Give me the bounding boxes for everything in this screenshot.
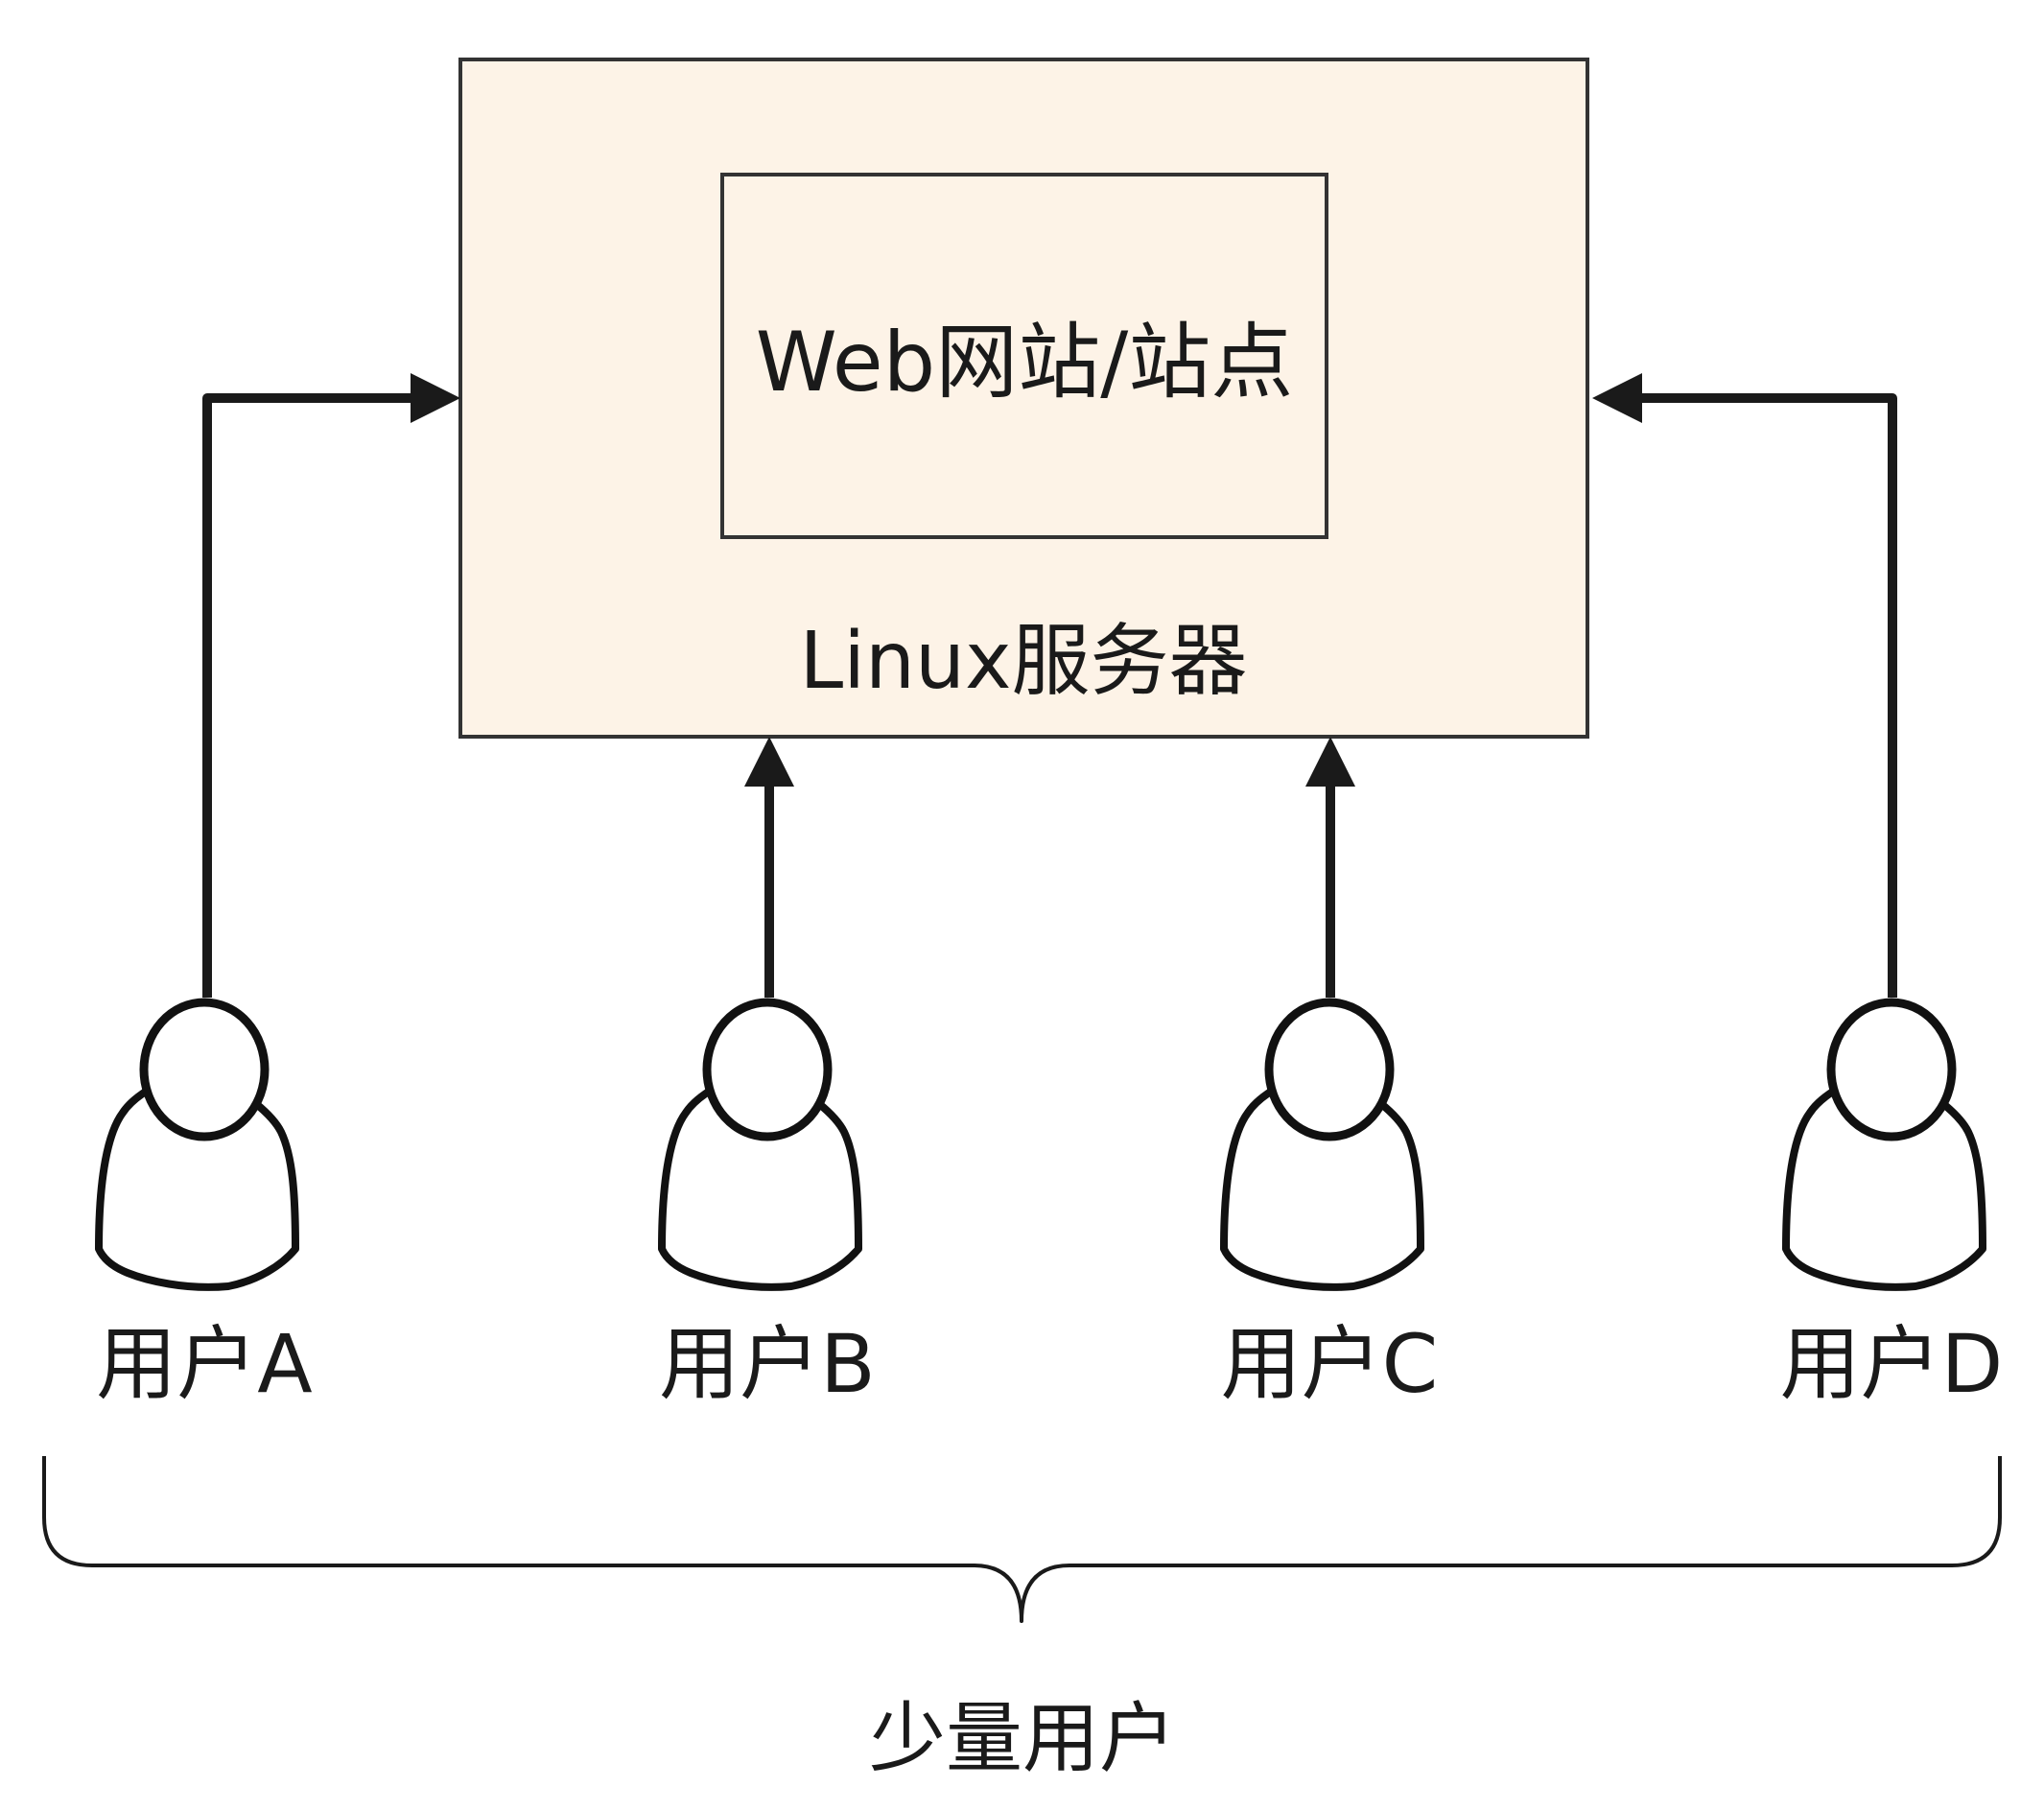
user-c-label: 用户C: [1220, 1317, 1439, 1411]
arrow-user-c-to-server: [1305, 737, 1355, 998]
website-label: Web网站/站点: [755, 315, 1294, 411]
user-a-label: 用户A: [96, 1317, 313, 1411]
website-box: [720, 173, 1328, 539]
arrowhead-icon: [1305, 737, 1355, 787]
arrow-user-b-to-server: [744, 737, 794, 998]
server-label: Linux服务器: [799, 616, 1248, 707]
arrow-user-a-to-server: [202, 373, 460, 998]
group-brace: [42, 1456, 2002, 1623]
user-b-label: 用户B: [659, 1317, 876, 1411]
person-icon-user-d: [1786, 1002, 1983, 1287]
arrowhead-icon: [411, 373, 460, 423]
group-label: 少量用户: [869, 1694, 1176, 1783]
user-d-label: 用户D: [1779, 1317, 2004, 1411]
person-icon-user-b: [662, 1002, 858, 1287]
arrowhead-icon: [1592, 373, 1642, 423]
arrow-user-d-to-server: [1592, 373, 1897, 998]
person-icon-user-a: [99, 1002, 295, 1287]
arrowhead-icon: [744, 737, 794, 787]
person-icon-user-c: [1224, 1002, 1421, 1287]
